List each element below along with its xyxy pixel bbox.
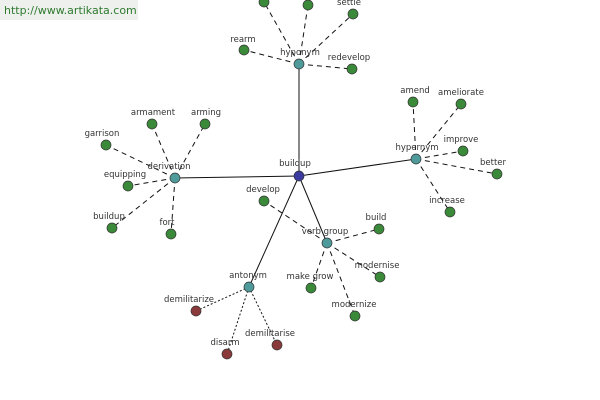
- leaf-label-develop[interactable]: develop: [246, 185, 280, 195]
- relation-label-antonym[interactable]: antonym: [229, 271, 267, 281]
- leaf-node-amend[interactable]: [407, 96, 419, 108]
- leaf-label-modernize[interactable]: modernize: [332, 300, 377, 310]
- leaf-label-equipping[interactable]: equipping: [104, 170, 146, 180]
- leaf-node-unlabeled-0[interactable]: [258, 0, 270, 8]
- edge-derivation-garrison: [105, 144, 176, 179]
- edges-layer: [105, 1, 498, 355]
- edge-derivation-armament: [151, 123, 176, 179]
- leaf-label-ameliorate[interactable]: ameliorate: [438, 88, 484, 98]
- leaf-node-redevelop[interactable]: [346, 63, 358, 75]
- leaf-label-demilitarize[interactable]: demilitarize: [164, 295, 214, 305]
- edge-hypernym-better: [415, 158, 498, 175]
- leaf-node-unlabeled-1[interactable]: [302, 0, 314, 11]
- relation-label-verb-group[interactable]: verb group: [302, 227, 349, 237]
- edge-hyponym-redevelop: [298, 63, 353, 70]
- leaf-node-rearm[interactable]: [238, 44, 250, 56]
- edge-hyponym-unlabeled-1: [298, 4, 309, 65]
- edge-buildup-antonym: [248, 175, 300, 288]
- edge-antonym-demilitarize: [195, 286, 250, 312]
- leaf-node-armament[interactable]: [146, 118, 158, 130]
- leaf-node-demilitarise[interactable]: [271, 339, 283, 351]
- watermark-box: http://www.artikata.com: [0, 0, 138, 20]
- leaf-label-better[interactable]: better: [480, 158, 507, 168]
- leaf-node-make-grow[interactable]: [305, 282, 317, 294]
- leaf-label-rearm[interactable]: rearm: [230, 35, 255, 45]
- nodes-layer: settle rearm redevelop hyponym armament armin…: [85, 0, 507, 360]
- leaf-label-demilitarise[interactable]: demilitarise: [245, 329, 295, 339]
- relation-node-antonym[interactable]: [243, 281, 255, 293]
- leaf-label-redevelop[interactable]: redevelop: [328, 53, 370, 63]
- leaf-label-settle[interactable]: settle: [337, 0, 361, 8]
- relation-node-verb-group[interactable]: [321, 237, 333, 249]
- edge-verb-group-modernize: [326, 242, 356, 317]
- edge-hypernym-increase: [415, 158, 451, 213]
- edge-antonym-demilitarise: [248, 286, 278, 346]
- edge-derivation-equipping: [127, 177, 176, 187]
- edge-hypernym-ameliorate: [415, 103, 462, 160]
- relation-node-hypernym[interactable]: [410, 153, 422, 165]
- leaf-label-buildup[interactable]: buildup: [93, 212, 125, 222]
- leaf-node-improve[interactable]: [457, 145, 469, 157]
- leaf-label-increase[interactable]: increase: [429, 196, 465, 206]
- leaf-label-build[interactable]: build: [366, 213, 387, 223]
- center-label-buildup[interactable]: buildup: [279, 159, 311, 169]
- edge-verb-group-modernise: [326, 242, 381, 278]
- leaf-node-disarm[interactable]: [221, 348, 233, 360]
- leaf-node-equipping[interactable]: [122, 180, 134, 192]
- leaf-node-modernize[interactable]: [349, 310, 361, 322]
- leaf-label-garrison[interactable]: garrison: [85, 129, 120, 139]
- leaf-node-settle[interactable]: [347, 8, 359, 20]
- leaf-node-develop[interactable]: [258, 195, 270, 207]
- leaf-label-amend[interactable]: amend: [400, 86, 430, 96]
- leaf-node-ameliorate[interactable]: [455, 98, 467, 110]
- leaf-label-improve[interactable]: improve: [444, 135, 479, 145]
- edge-derivation-buildup: [111, 177, 176, 229]
- relation-label-hypernym[interactable]: hypernym: [395, 143, 438, 153]
- edge-buildup-hypernym: [298, 158, 417, 177]
- leaf-node-buildup[interactable]: [106, 222, 118, 234]
- edge-derivation-arming: [174, 123, 206, 179]
- leaf-node-better[interactable]: [491, 168, 503, 180]
- leaf-label-arming[interactable]: arming: [191, 108, 221, 118]
- leaf-label-disarm[interactable]: disarm: [210, 338, 239, 348]
- edge-hypernym-improve: [415, 150, 464, 160]
- relation-label-derivation[interactable]: derivation: [147, 162, 190, 172]
- leaf-node-modernise[interactable]: [374, 271, 386, 283]
- leaf-node-demilitarize[interactable]: [190, 305, 202, 317]
- edge-buildup-verb-group: [298, 175, 328, 244]
- edge-verb-group-develop: [263, 200, 328, 244]
- watermark-url[interactable]: http://www.artikata.com: [4, 4, 137, 17]
- leaf-node-garrison[interactable]: [100, 139, 112, 151]
- relation-node-hyponym[interactable]: [293, 58, 305, 70]
- center-node-buildup[interactable]: [293, 170, 305, 182]
- edge-verb-group-make-grow: [310, 242, 328, 289]
- relation-label-hyponym[interactable]: hyponym: [280, 48, 320, 58]
- leaf-node-arming[interactable]: [199, 118, 211, 130]
- edge-hypernym-amend: [412, 101, 417, 160]
- edge-buildup-derivation: [174, 175, 300, 179]
- edge-hyponym-unlabeled-0: [263, 1, 300, 65]
- leaf-node-increase[interactable]: [444, 206, 456, 218]
- leaf-label-make-grow[interactable]: make grow: [287, 272, 334, 282]
- leaf-label-fort[interactable]: fort: [159, 218, 175, 228]
- leaf-label-modernise[interactable]: modernise: [355, 261, 400, 271]
- edge-hyponym-settle: [298, 13, 354, 65]
- edge-derivation-fort: [170, 177, 176, 235]
- leaf-node-fort[interactable]: [165, 228, 177, 240]
- relation-node-derivation[interactable]: [169, 172, 181, 184]
- edge-hyponym-rearm: [243, 49, 300, 65]
- leaf-label-armament[interactable]: armament: [131, 108, 176, 118]
- leaf-node-build[interactable]: [373, 223, 385, 235]
